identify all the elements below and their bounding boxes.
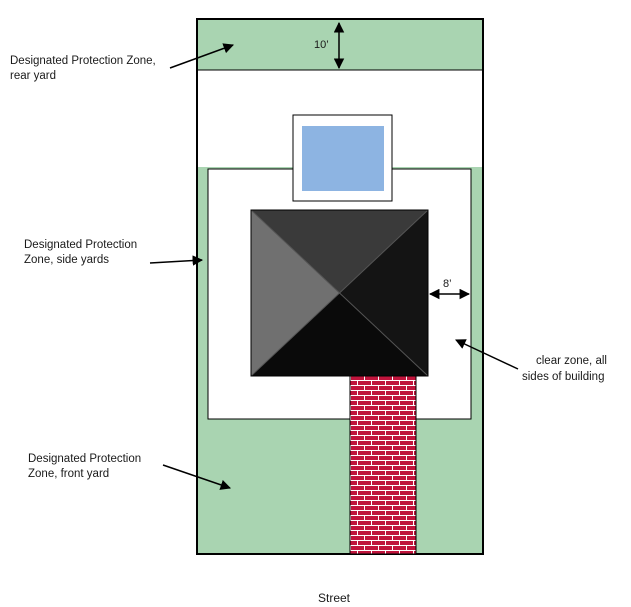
front-yard-label-line2: Zone, front yard	[28, 468, 109, 480]
rear-yard-label-line2: rear yard	[10, 70, 56, 82]
clear-zone-label-line1: clear zone, all	[536, 355, 607, 367]
clear-zone-pointer	[455, 339, 519, 370]
rear-yard-zone	[196, 18, 484, 71]
brick-walkway	[349, 375, 417, 555]
front-yard-label-line1: Designated Protection	[28, 453, 141, 465]
side-yards-pointer	[149, 255, 204, 266]
rear-yard-pointer	[169, 43, 234, 69]
front-yard-pointer	[162, 464, 231, 490]
side-yards-label-line2: Zone, side yards	[24, 254, 109, 266]
street-label: Street	[318, 591, 351, 605]
rear-depth-label: 10’	[314, 39, 329, 51]
house-roof	[250, 209, 429, 377]
clear-zone-label-line2: sides of building	[522, 371, 604, 383]
rear-yard-label-line1: Designated Protection Zone,	[10, 55, 156, 67]
lot-border	[196, 18, 484, 555]
pool	[302, 126, 384, 191]
side-clearance-label: 8’	[443, 278, 452, 290]
side-yards-label-line1: Designated Protection	[24, 239, 137, 251]
